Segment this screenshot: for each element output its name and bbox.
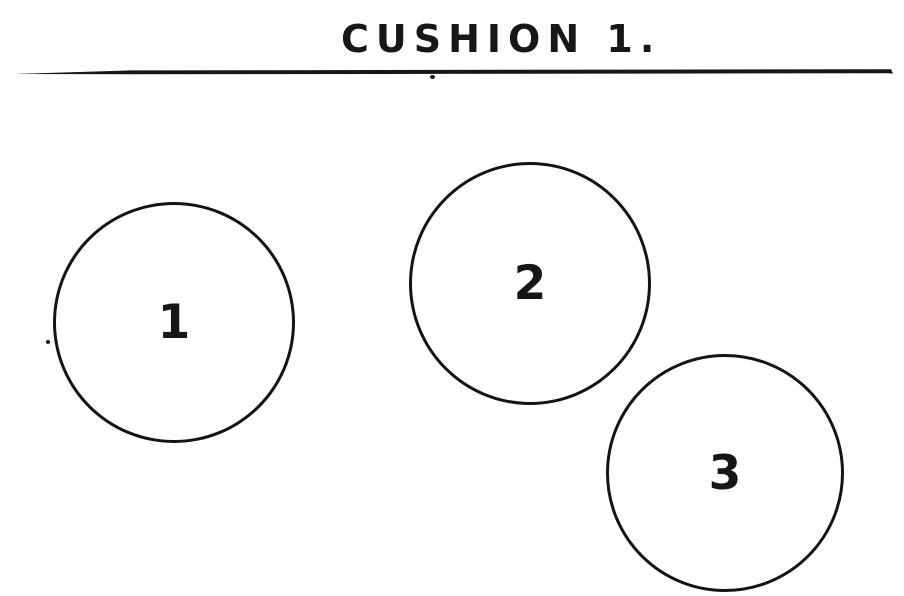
ball-2: 2 <box>409 162 651 405</box>
ink-speck <box>46 340 50 344</box>
title-underline-rule <box>14 69 893 75</box>
ball-1: 1 <box>53 202 295 443</box>
ball-3: 3 <box>606 354 844 592</box>
diagram-title: CUSHION 1. <box>341 17 662 61</box>
ball-1-label: 1 <box>157 295 191 350</box>
ball-2-label: 2 <box>513 256 547 311</box>
ball-3-label: 3 <box>708 445 742 501</box>
ink-speck <box>430 75 435 79</box>
rule-shape <box>14 69 893 75</box>
